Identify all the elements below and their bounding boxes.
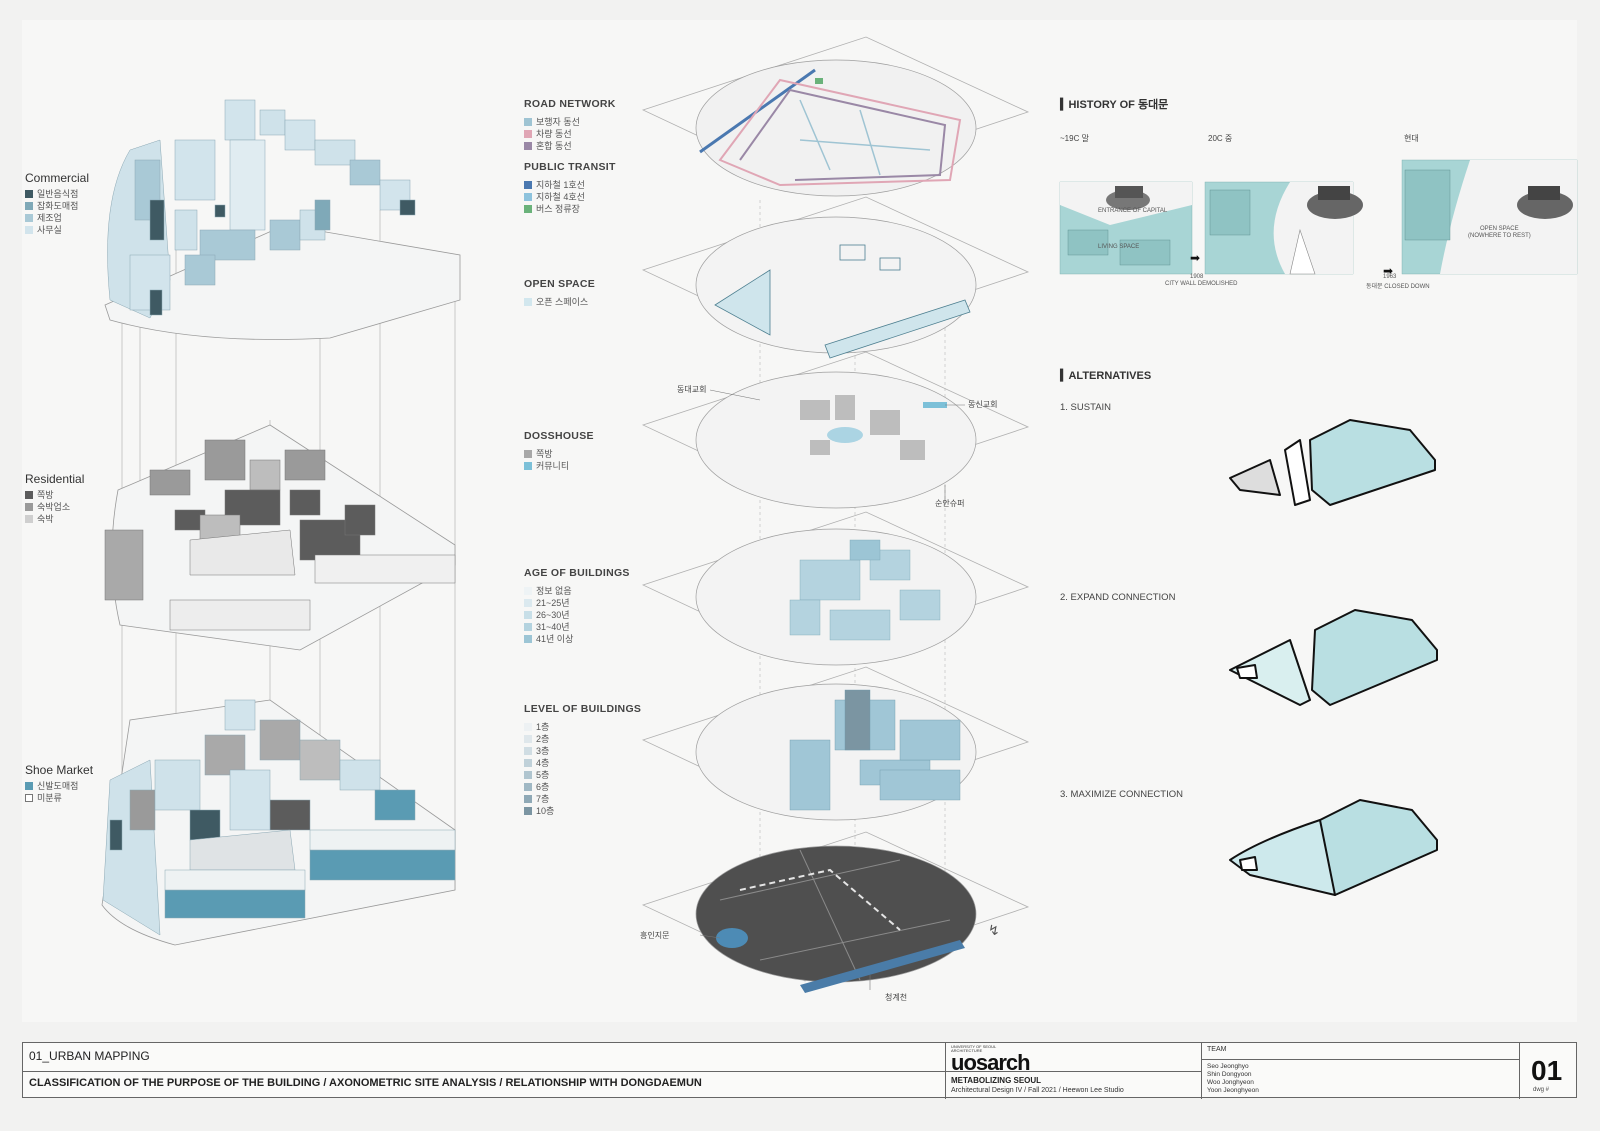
legend-item: 미분류	[25, 791, 62, 804]
period-label: ~19C 말	[1060, 134, 1089, 143]
team-member: Yoon Jeonghyeon	[1207, 1087, 1259, 1094]
north-arrow-icon: ↯	[988, 922, 1000, 938]
history-year: 1908	[1190, 274, 1204, 280]
legend-item: 31~40년	[524, 620, 570, 633]
section-title: 01_URBAN MAPPING	[29, 1049, 150, 1063]
legend-swatch	[25, 189, 33, 198]
legend-item: 쪽방	[25, 488, 54, 501]
alternative-label: 1. SUSTAIN	[1060, 402, 1112, 413]
period-label: 현대	[1404, 134, 1419, 143]
legend-item: 커뮤니티	[524, 459, 569, 472]
age-of-buildings-title: AGE OF BUILDINGS	[524, 567, 630, 579]
history-note: LIVING SPACE	[1098, 244, 1140, 250]
legend-item: 정보 없음	[524, 584, 572, 597]
alternative-label: 3. MAXIMIZE CONNECTION	[1060, 789, 1183, 800]
legend-item: 3층	[524, 744, 549, 757]
level-of-buildings-title: LEVEL OF BUILDINGS	[524, 703, 642, 715]
open-space-title: OPEN SPACE	[524, 278, 596, 290]
legend-item: 보행자 동선	[524, 115, 580, 128]
history-note: OPEN SPACE	[1480, 226, 1519, 232]
legend-item: 오픈 스페이스	[524, 295, 588, 308]
team-member: Shin Dongyoon	[1207, 1071, 1252, 1078]
legend-item: 지하철 1호선	[524, 178, 585, 191]
legend-item: 쪽방	[524, 447, 553, 460]
period-label: 20C 중	[1208, 134, 1233, 143]
legend-item: 21~25년	[524, 596, 570, 609]
history-year: 1963	[1383, 274, 1397, 280]
legend-item: 제조업	[25, 211, 62, 224]
dosshouse-title: DOSSHOUSE	[524, 430, 594, 442]
svg-text:➡: ➡	[1190, 251, 1200, 265]
legend-item: 10층	[524, 804, 554, 817]
team-member: Seo Jeonghyo	[1207, 1063, 1249, 1070]
map-label: 청계천	[885, 993, 908, 1002]
legend-item: 신발도매점	[25, 779, 78, 792]
legend-item: 혼합 동선	[524, 139, 572, 152]
map-label: 순안슈퍼	[935, 499, 965, 508]
legend-item: 6층	[524, 780, 549, 793]
legend-item: 차량 동선	[524, 127, 572, 140]
svg-text:➡: ➡	[1383, 264, 1393, 278]
legend-item: 숙박업소	[25, 500, 70, 513]
legend-item: 5층	[524, 768, 549, 781]
road-network-title: ROAD NETWORK	[524, 98, 616, 110]
legend-item: 4층	[524, 756, 549, 769]
legend-item: 사무실	[25, 223, 62, 236]
team-label: TEAM	[1207, 1046, 1227, 1053]
team-member: Woo Jonghyeon	[1207, 1079, 1254, 1086]
history-caption: CITY WALL DEMOLISHED	[1165, 281, 1238, 287]
shoe-market-legend-title: Shoe Market	[25, 763, 94, 777]
project-title: METABOLIZING SEOUL	[951, 1076, 1042, 1085]
legend-item: 41년 이상	[524, 632, 573, 645]
legend-item: 지하철 4호선	[524, 190, 585, 203]
map-label: 흥인지문	[640, 931, 670, 940]
legend-item: 1층	[524, 720, 549, 733]
logo-subtext: UNIVERSITY OF SEOUL ARCHITECTURE	[951, 1044, 997, 1053]
uosarch-logo: uosarch	[951, 1050, 1031, 1075]
legend-item: 숙박	[25, 512, 54, 525]
history-title: ▍HISTORY OF 동대문	[1060, 99, 1169, 111]
residential-legend-title: Residential	[25, 472, 85, 486]
legend-item: 2층	[524, 732, 549, 745]
legend-item: 버스 정류장	[524, 202, 580, 215]
map-label: 동신교회	[968, 400, 998, 409]
title-block: 01_URBAN MAPPING CLASSIFICATION OF THE P…	[22, 1042, 1577, 1099]
drawing-description: CLASSIFICATION OF THE PURPOSE OF THE BUI…	[29, 1077, 702, 1089]
dwg-label: dwg #	[1533, 1087, 1550, 1093]
team-members: Seo Jeonghyo Shin Dongyoon Woo Jonghyeon…	[1207, 1063, 1259, 1095]
public-transit-title: PUBLIC TRANSIT	[524, 161, 616, 173]
alternatives-title: ▍ALTERNATIVES	[1060, 370, 1152, 382]
legend-item: 26~30년	[524, 608, 570, 621]
history-note: (NOWHERE TO REST)	[1468, 233, 1531, 239]
commercial-legend-title: Commercial	[25, 171, 90, 185]
legend-item: 7층	[524, 792, 549, 805]
legend-item: 잡화도매점	[25, 199, 78, 212]
history-note: ENTRANCE OF CAPITAL	[1098, 208, 1168, 214]
alternative-label: 2. EXPAND CONNECTION	[1060, 592, 1176, 603]
legend-item: 일반음식점	[25, 187, 78, 200]
map-label: 동대교회	[677, 385, 707, 394]
dwg-number: 01	[1531, 1055, 1563, 1086]
course-info: Architectural Design IV / Fall 2021 / He…	[951, 1087, 1124, 1094]
history-caption: 동대문 CLOSED DOWN	[1366, 284, 1430, 290]
